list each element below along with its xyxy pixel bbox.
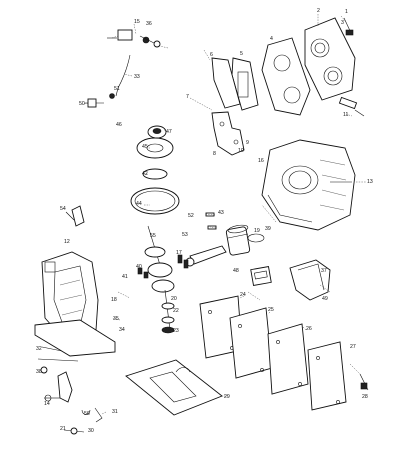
lower-bracket xyxy=(44,371,73,403)
callout-10: 10 xyxy=(238,148,244,154)
callout-39: 39 xyxy=(265,226,271,232)
callout-3: 3 xyxy=(341,20,344,26)
callout-14: 14 xyxy=(44,401,50,407)
temperature-switch xyxy=(338,96,365,117)
callout-11: 11 xyxy=(343,112,348,118)
callout-19: 19 xyxy=(254,228,260,234)
hose-clamp xyxy=(81,407,103,423)
callout-36: 36 xyxy=(146,21,152,27)
callout-48: 48 xyxy=(233,268,239,274)
callout-16: 16 xyxy=(258,158,264,164)
callout-2: 2 xyxy=(317,8,320,14)
callout-6: 6 xyxy=(210,52,213,58)
callout-56: 56 xyxy=(84,411,90,417)
callout-37: 37 xyxy=(321,268,327,274)
callout-34: 34 xyxy=(119,327,125,333)
callout-46: 46 xyxy=(116,122,122,128)
callout-55: 55 xyxy=(150,233,156,239)
callout-52: 52 xyxy=(188,213,194,219)
piston xyxy=(225,224,251,256)
callout-41: 41 xyxy=(122,274,128,280)
callout-25: 25 xyxy=(268,307,274,313)
callout-18: 18 xyxy=(111,297,117,303)
throttle-linkage xyxy=(85,29,161,108)
callout-13: 13 xyxy=(367,179,373,185)
callout-23: 23 xyxy=(173,328,179,334)
callout-27: 27 xyxy=(350,344,356,350)
callout-44: 44 xyxy=(136,201,142,207)
callout-12: 12 xyxy=(64,239,70,245)
piston-ring xyxy=(247,233,265,243)
reed-plate-4 xyxy=(307,341,347,411)
callout-20: 20 xyxy=(171,296,177,302)
callout-26: 26 xyxy=(306,326,312,332)
callout-32: 32 xyxy=(36,346,42,352)
exhaust-gasket xyxy=(125,359,223,416)
callout-42: 42 xyxy=(142,171,148,177)
callout-9: 9 xyxy=(246,140,249,146)
reed-plate-2 xyxy=(229,307,273,379)
drain-fitting xyxy=(63,427,85,435)
coil xyxy=(250,266,272,286)
callout-50: 50 xyxy=(79,101,85,107)
callout-24: 24 xyxy=(240,292,246,298)
clip-bracket xyxy=(65,205,85,227)
callout-43: 43 xyxy=(218,210,224,216)
callout-51: 51 xyxy=(114,86,120,92)
callout-30: 30 xyxy=(88,428,94,434)
callout-29: 29 xyxy=(224,394,230,400)
callout-17: 17 xyxy=(176,250,182,256)
callout-45: 45 xyxy=(142,144,148,150)
callout-8: 8 xyxy=(213,151,216,157)
crankcase-gasket xyxy=(34,319,116,357)
cylinder-head-cover xyxy=(304,17,356,101)
callout-15: 15 xyxy=(134,19,140,25)
callout-labels: 1 2 3 4 5 6 7 8 9 10 11 12 13 14 15 16 1… xyxy=(36,8,373,434)
callout-1: 1 xyxy=(345,9,348,15)
callout-53: 53 xyxy=(182,232,188,238)
wrist-pin xyxy=(205,212,217,230)
callout-54: 54 xyxy=(60,206,66,212)
stator-stack xyxy=(130,125,180,215)
mounting-bracket xyxy=(211,111,245,156)
callout-4: 4 xyxy=(270,36,273,42)
small-screws-left xyxy=(37,346,79,374)
callout-7: 7 xyxy=(186,94,189,100)
reed-plate-3 xyxy=(267,323,309,395)
cylinder-block xyxy=(261,139,356,231)
callout-33: 33 xyxy=(134,74,140,80)
spark-plug-stud xyxy=(343,17,354,36)
bolt-lower-right xyxy=(359,373,369,391)
callout-35: 35 xyxy=(113,316,119,322)
filter-housing xyxy=(289,259,331,301)
head-gasket xyxy=(261,37,311,116)
callout-47: 47 xyxy=(166,129,172,135)
callout-28: 28 xyxy=(362,394,368,400)
cover-gasket xyxy=(211,57,241,109)
crankshaft xyxy=(144,225,175,334)
callout-22: 22 xyxy=(173,308,179,314)
callout-21: 21 xyxy=(60,426,66,432)
callout-49: 49 xyxy=(322,296,328,302)
callout-38: 38 xyxy=(36,369,42,375)
callout-5: 5 xyxy=(240,51,243,57)
callout-40: 40 xyxy=(136,264,142,270)
bearing-set xyxy=(137,254,189,279)
leader-lines xyxy=(83,14,366,415)
callout-31: 31 xyxy=(112,409,118,415)
connecting-rod xyxy=(185,245,227,267)
